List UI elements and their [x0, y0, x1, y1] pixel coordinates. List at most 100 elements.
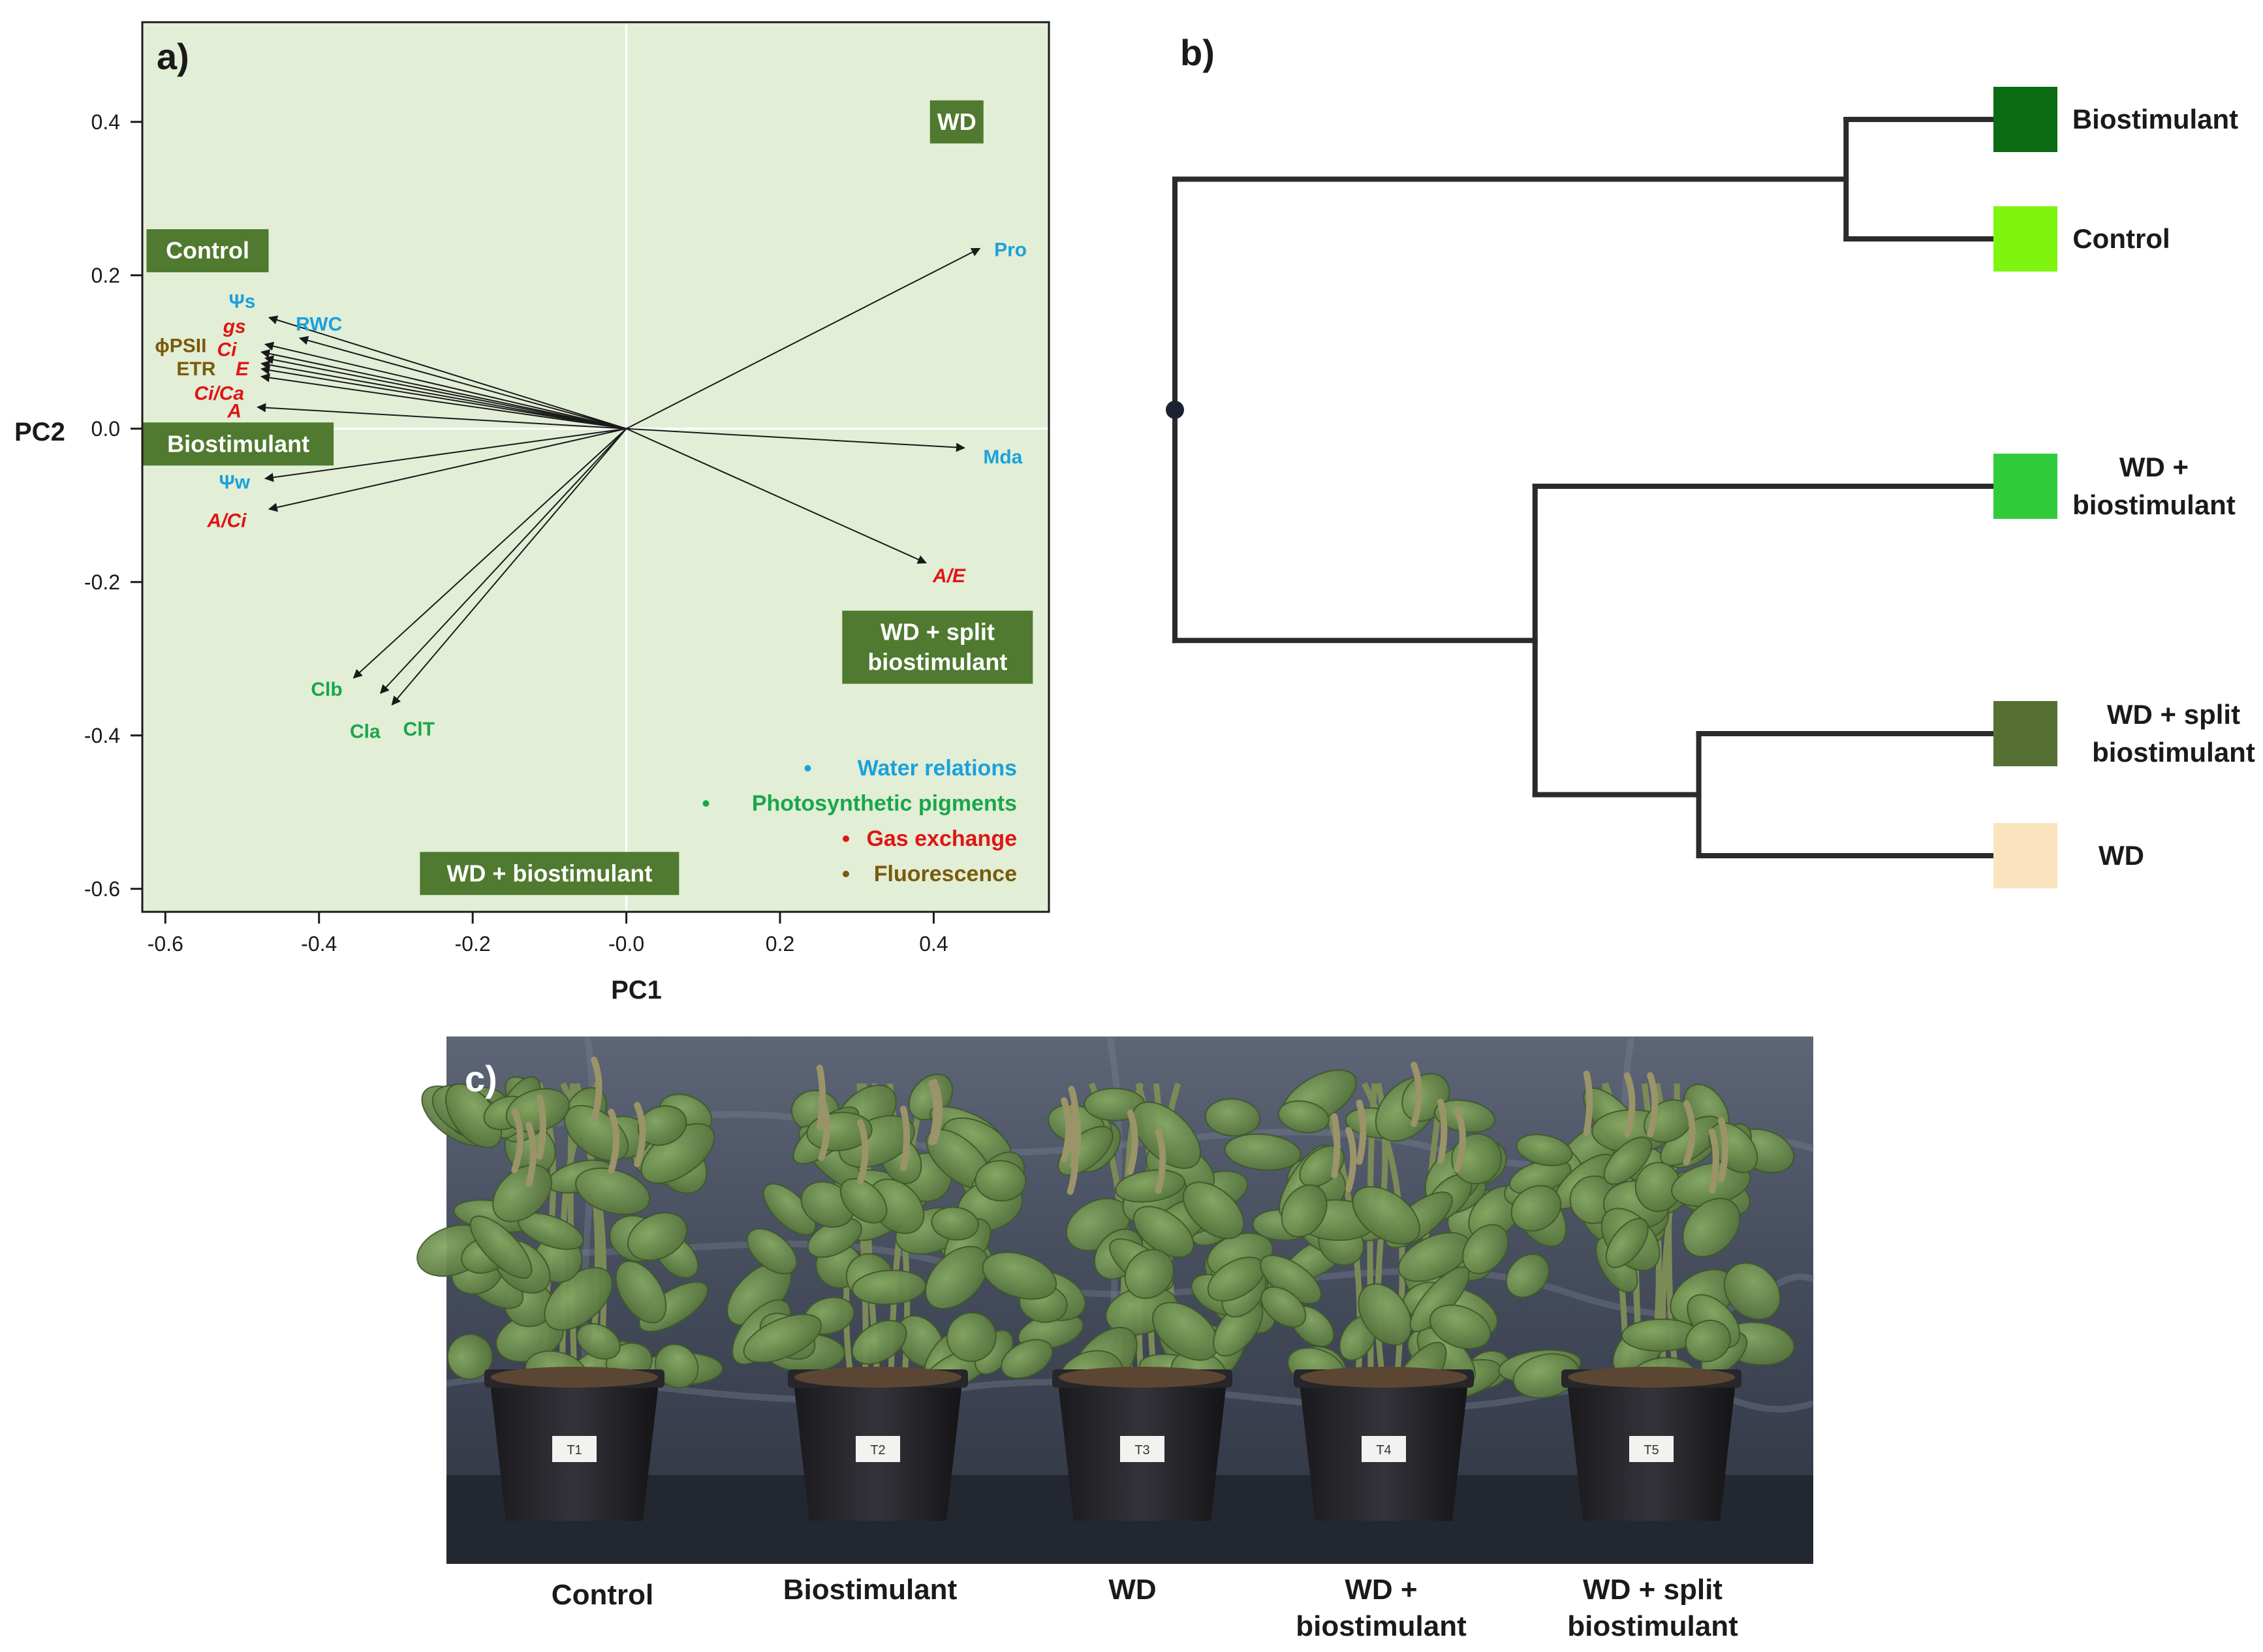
plot-frame	[141, 21, 1050, 913]
leaf	[1152, 1301, 1219, 1361]
dendrogram-leaf: WD +biostimulant	[1993, 452, 2236, 520]
leaf	[1204, 1098, 1261, 1137]
photo-caption: Control	[551, 1579, 654, 1611]
loading-label: Ψw	[219, 472, 250, 493]
leaf	[946, 1312, 997, 1362]
x-axis-label: PC1	[611, 976, 662, 1005]
plant: T2	[726, 1065, 1027, 1521]
leaf	[1131, 1101, 1201, 1169]
svg-text:Control: Control	[166, 237, 249, 264]
x-tick-label: 0.2	[766, 932, 794, 956]
y-tick-label: 0.4	[91, 110, 120, 134]
leaf	[1224, 1133, 1302, 1171]
svg-text:WD + biostimulant: WD + biostimulant	[446, 860, 652, 886]
dendrogram-leaf: WD	[1993, 823, 2144, 888]
leaf	[746, 1228, 798, 1275]
legend-bullet	[702, 800, 710, 807]
leaf	[1352, 1186, 1421, 1245]
loading-arrow	[260, 360, 627, 429]
pot-tag	[1362, 1436, 1406, 1462]
loading-label: Cla	[350, 721, 381, 743]
x-tick-label: -0.6	[148, 932, 183, 956]
pot-tag-text: T4	[1376, 1443, 1391, 1457]
leaf	[1605, 1217, 1649, 1268]
loading-arrow	[298, 335, 627, 429]
pot-tag	[552, 1436, 597, 1462]
leaf	[446, 1333, 493, 1380]
plant: T4	[1252, 1061, 1525, 1521]
treatment-label: WD	[929, 100, 984, 144]
leaf	[1429, 1304, 1491, 1350]
legend-bullet	[843, 835, 849, 842]
panel-label-a: a)	[157, 36, 189, 77]
leaf	[931, 1206, 979, 1241]
loading-label: A/Ci	[206, 510, 247, 531]
leaf	[1124, 1249, 1174, 1300]
y-axis-label: PC2	[14, 418, 65, 446]
y-tick-label: 0.2	[91, 264, 120, 287]
loading-arrow	[391, 428, 627, 706]
loading-arrows	[257, 247, 981, 706]
panel-label-b: b)	[1180, 32, 1215, 73]
legend-label: Gas exchange	[866, 826, 1017, 851]
loading-arrow	[264, 355, 627, 429]
leaf	[1277, 1100, 1330, 1134]
leaf	[1510, 1185, 1562, 1232]
loading-arrow	[264, 341, 627, 429]
leaf	[1516, 1134, 1573, 1166]
svg-text:WD: WD	[937, 108, 976, 135]
loading-arrow	[260, 366, 627, 429]
y-tick-label: -0.4	[84, 724, 120, 747]
leaf	[627, 1212, 688, 1261]
loading-label: ClT	[403, 719, 435, 740]
legend-label: Water relations	[858, 756, 1017, 781]
leaf	[762, 1183, 817, 1236]
loading-label: A/E	[932, 565, 966, 587]
dendrogram-leaf: Control	[1993, 206, 2170, 272]
leaf	[445, 1083, 503, 1149]
treatment-label: WD + biostimulant	[420, 852, 679, 896]
leaf	[1512, 1353, 1580, 1399]
loading-arrow	[257, 403, 627, 429]
loading-label: E	[236, 358, 249, 380]
loading-label: RWC	[296, 314, 342, 335]
loading-arrow	[268, 315, 627, 429]
loading-label: A	[226, 400, 242, 422]
panel-label-c: c)	[465, 1058, 497, 1099]
plant: T1	[416, 1056, 723, 1521]
loading-arrow	[626, 247, 981, 429]
dendrogram-root	[1166, 400, 1184, 419]
pot-tag-text: T1	[567, 1443, 582, 1457]
leaf	[637, 1105, 687, 1146]
loading-label: Pro	[994, 240, 1027, 261]
leaf	[1115, 1169, 1185, 1203]
plant: T3	[982, 1082, 1302, 1521]
leaf	[839, 1177, 888, 1224]
dendrogram-branches	[1166, 117, 1996, 858]
loading-arrow	[626, 428, 927, 564]
loading-label: Ci/Ca	[194, 382, 244, 404]
leaf	[1682, 1198, 1741, 1258]
leaf-label: WD +biostimulant	[2072, 452, 2236, 520]
leaf-color-swatch	[1993, 701, 2057, 766]
loading-label: gs	[223, 316, 246, 337]
dendrogram-leaf: Biostimulant	[1993, 87, 2238, 152]
x-tick-label: -0.2	[455, 932, 491, 956]
loading-label: Ψs	[229, 290, 256, 312]
leaf	[576, 1323, 621, 1360]
leaf	[1132, 1206, 1194, 1258]
leaf	[1358, 1283, 1412, 1346]
leaf	[1505, 1253, 1550, 1298]
leaf-color-swatch	[1993, 454, 2057, 519]
